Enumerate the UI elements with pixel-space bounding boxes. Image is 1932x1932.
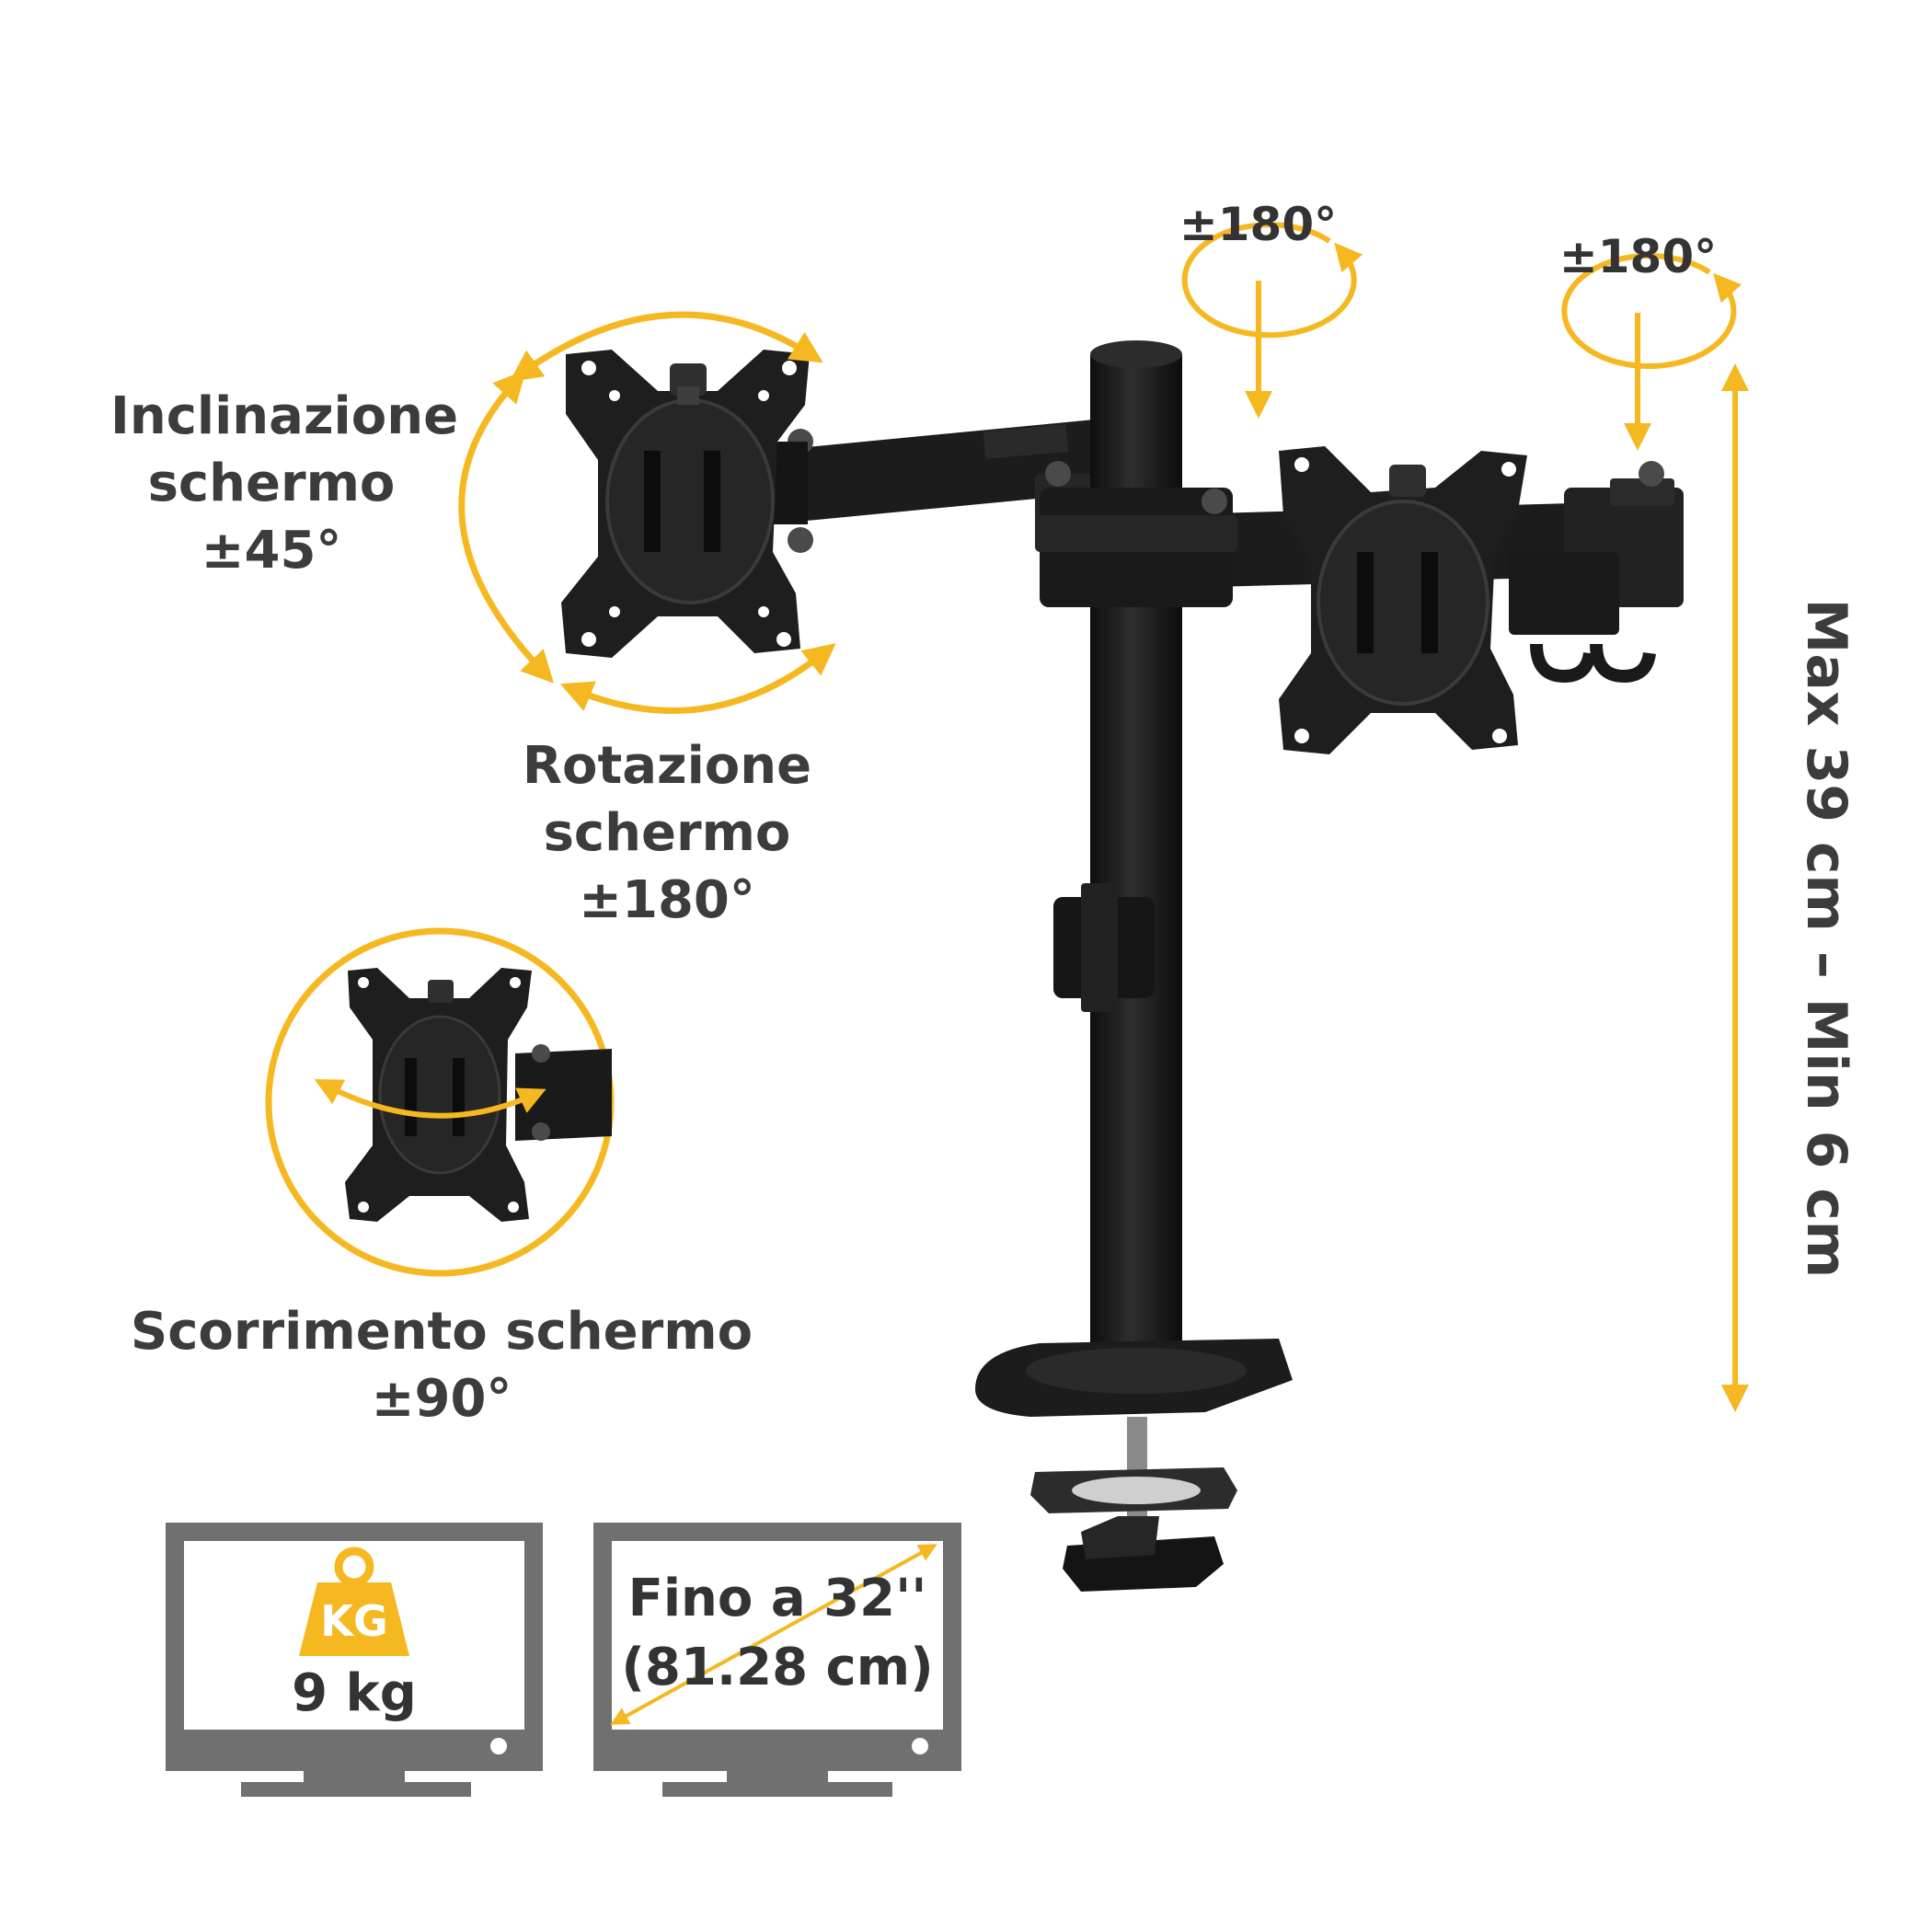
size-line2: (81.28 cm) [621,1638,934,1697]
arm-rotation-left-marker [1181,222,1363,419]
kg-weight-icon [299,1547,409,1656]
arm-rotation-left-angle: ±180° [1179,198,1338,251]
right-vesa-plate [1279,446,1527,754]
kg-icon-text: KG [320,1596,388,1646]
swivel-label-line1: Scorrimento schermo [130,1302,753,1362]
tilt-arrow [458,369,554,684]
left-vesa-plate [561,350,810,658]
tilt-label-line1: Inclinazione [110,386,459,446]
arm-rotation-right-marker [1561,253,1742,451]
rotation-label-line1: Rotazione [522,736,812,796]
swivel-detail [265,927,615,1277]
rotation-label-line2: schermo [543,803,791,863]
size-monitor-icon [593,1523,961,1797]
size-line1: Fino a 32'' [627,1569,927,1628]
swivel-label: Scorrimento schermo ±90° [129,1306,754,1425]
weight-monitor-icon [166,1523,543,1797]
tilt-label-line2: schermo [147,454,396,513]
swivel-label-angle: ±90° [371,1369,512,1429]
rotation-arrow-top [509,311,823,383]
rotation-arrow-bottom [559,643,836,714]
height-range-label: Max 39 cm – Min 6 cm [1794,598,1858,1279]
tilt-label: Inclinazione schermo ±45° [110,386,459,581]
weight-value: 9 kg [292,1663,417,1723]
pole [1035,340,1237,1375]
desk-clamp [975,1339,1293,1592]
tilt-label-angle: ±45° [201,521,342,581]
rotation-label: Rotazione schermo ±180° [511,741,823,926]
arm-rotation-right-angle: ±180° [1558,230,1718,283]
rotation-label-angle: ±180° [579,870,755,930]
